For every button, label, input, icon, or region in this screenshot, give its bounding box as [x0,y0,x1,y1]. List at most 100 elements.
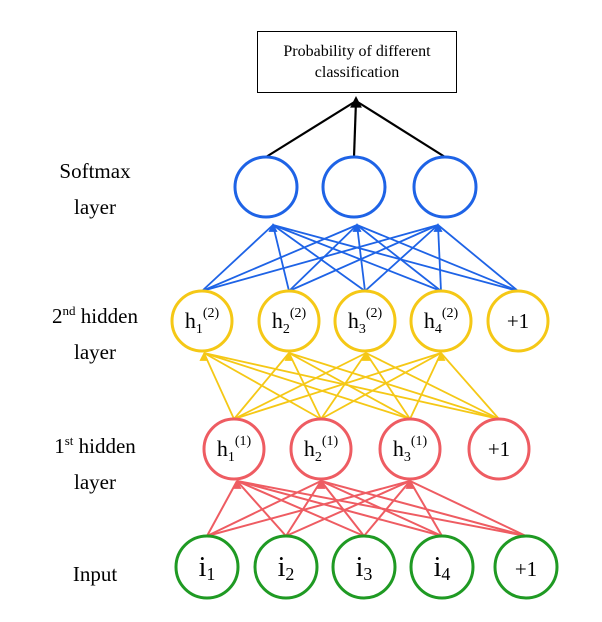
edge-input-4-to-h1-1 [236,480,443,537]
input-node-3-circle [331,534,397,600]
softmax-layer-label: Softmax layer [20,158,170,220]
hidden2-label-line-2: layer [74,340,116,364]
edge-h2-3-to-softmax-2 [356,224,366,292]
edge-h2-3-to-softmax-1 [272,224,366,292]
hidden2-node-1-label: h1(2) [185,306,220,337]
edge-input-5-to-h1-2 [320,480,527,537]
hidden1-node-1-circle [202,417,266,481]
edge-h2-1-to-softmax-1 [201,224,274,292]
edge-h1-3-to-h2-1 [203,352,411,420]
hidden2-node-5: +1 [486,289,550,353]
edge-h1-1-to-h2-4 [233,352,442,420]
input-node-4-label: i4 [434,552,451,584]
edge-input-1-to-h1-1 [206,480,238,537]
hidden2-label-word: hidden [75,304,138,328]
hidden1-label-line-1: 1st hidden [20,428,170,459]
softmax-label-line-1: Softmax [59,159,131,183]
input-node-4: i4 [409,534,475,600]
input-label-text: Input [72,562,118,586]
hidden1-label-number: 1 [54,434,65,458]
input-node-2: i2 [253,534,319,600]
edge-h2-1-to-softmax-2 [201,224,358,292]
input-node-5-circle [493,534,559,600]
edge-h1-2-to-h2-4 [320,352,442,420]
hidden2-node-2-circle [257,289,321,353]
input-node-2-circle [253,534,319,600]
hidden1-node-3-circle [378,417,442,481]
hidden2-node-2-label: h2(2) [272,306,307,337]
hidden1-label-ordinal: st [64,433,74,448]
hidden2-node-4: h4(2) [409,289,473,353]
edge-h1-4-to-h2-1 [203,352,500,420]
edge-h1-3-to-h2-3 [365,352,411,420]
hidden2-label-line-1: 2nd hidden [20,298,170,329]
hidden2-node-3-circle [333,289,397,353]
network-edges [199,96,527,537]
arrowhead-softmax-2 [352,223,362,232]
hidden1-node-1: h1(1) [202,417,266,481]
hidden1-layer-label: 1st hidden layer [20,428,170,495]
hidden2-node-1-circle [170,289,234,353]
hidden2-label-ordinal: nd [62,303,76,318]
edge-h2-4-to-softmax-2 [356,224,442,292]
hidden2-node-1: h1(2) [170,289,234,353]
arrowhead-softmax-1 [268,223,278,232]
edge-h1-4-to-h2-4 [440,352,500,420]
arrowhead-h1-2 [316,480,326,489]
hidden2-layer-label: 2nd hidden layer [20,298,170,365]
arrowhead-h2-4 [436,352,446,361]
edge-h1-4-to-h2-3 [365,352,500,420]
edge-h2-3-to-softmax-3 [364,224,439,292]
hidden2-label-number: 2 [52,304,63,328]
hidden1-node-4-circle [467,417,531,481]
hidden2-node-3: h3(2) [333,289,397,353]
hidden2-node-4-label: h4(2) [424,306,459,337]
edge-h2-2-to-softmax-2 [288,224,358,292]
edge-input-1-to-h1-3 [206,480,411,537]
edge-input-3-to-h1-3 [363,480,411,537]
edge-h1-2-to-h2-1 [203,352,322,420]
edge-h1-4-to-h2-2 [288,352,500,420]
softmax-label-line-2: layer [74,195,116,219]
output-probability-box: Probability of different classification [257,31,457,93]
edge-h1-1-to-h2-3 [233,352,367,420]
softmax-node-1 [233,155,299,219]
input-node-1: i1 [174,534,240,600]
hidden1-node-2-label: h2(1) [304,434,339,465]
edge-h1-2-to-h2-3 [320,352,367,420]
network-nodes: h1(2) h2(2) h3(2) h4(2) +1 h1(1) h2(1) h3(1) +1 i… [170,155,559,600]
hidden1-node-4: +1 [467,417,531,481]
hidden1-node-2: h2(1) [289,417,353,481]
edge-h1-1-to-h2-1 [203,352,235,420]
input-node-5: +1 [493,534,559,600]
output-box-line-1: Probability of different [283,43,431,60]
output-box-line-2: classification [314,64,400,81]
hidden1-label-line-2: layer [74,470,116,494]
edge-h1-3-to-h2-4 [409,352,442,420]
arrowhead-h2-3 [361,352,371,361]
arrowhead-h2-2 [284,352,294,361]
arrowhead-output [350,96,362,108]
hidden2-node-5-circle [486,289,550,353]
arrowhead-softmax-3 [433,223,443,232]
hidden2-node-2: h2(2) [257,289,321,353]
edge-h2-4-to-softmax-1 [272,224,442,292]
edge-softmax-3-to-output [355,100,446,158]
arrowhead-h1-3 [405,480,415,489]
hidden1-node-2-circle [289,417,353,481]
edge-softmax-1-to-output [265,100,357,158]
input-node-3-label: i3 [356,552,373,584]
hidden2-node-3-label: h3(2) [348,306,383,337]
edge-h2-5-to-softmax-2 [356,224,519,292]
edge-softmax-2-to-output [352,100,358,158]
arrowhead-h2-1 [199,352,209,361]
softmax-node-1-circle [233,155,299,219]
input-node-2-label: i2 [278,552,295,584]
hidden1-label-word: hidden [73,434,136,458]
softmax-node-3 [412,155,478,219]
edge-h2-2-to-softmax-1 [272,224,290,292]
hidden1-node-3-label: h3(1) [393,434,428,465]
input-node-3: i3 [331,534,397,600]
edge-h2-2-to-softmax-3 [288,224,439,292]
